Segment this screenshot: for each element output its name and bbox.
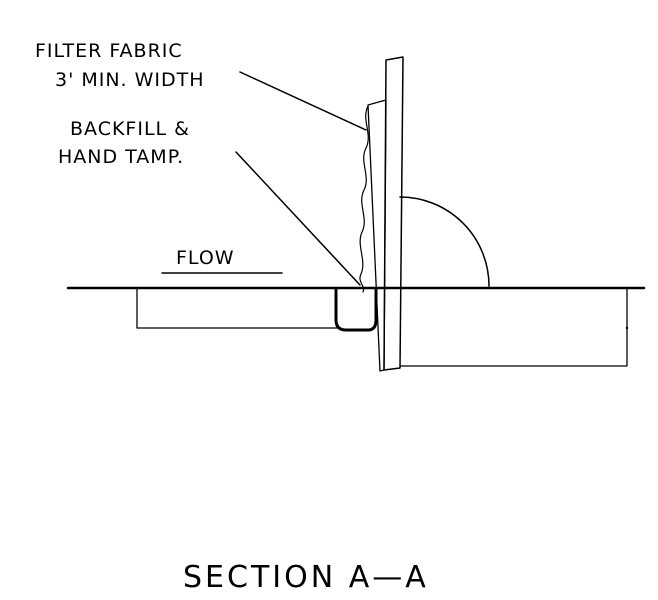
backfill-leader	[235, 151, 361, 286]
toe-in-trench	[334, 288, 378, 332]
angle-arc	[399, 196, 490, 287]
fence-post	[383, 56, 404, 371]
downstream-excavation-outline	[399, 287, 628, 367]
backfill-label-line2: HAND TAMP.	[58, 146, 184, 168]
filter-fabric-label-line1: FILTER FABRIC	[35, 40, 183, 62]
fabric-panel	[367, 99, 387, 372]
filter-fabric	[359, 105, 369, 293]
section-title: SECTION A—A	[183, 560, 429, 595]
downstream-dimension-tick	[625, 326, 629, 330]
upstream-trench-outline	[136, 287, 341, 329]
filter-fabric-label-line2: 3' MIN. WIDTH	[55, 69, 205, 91]
backfill-label-line1: BACKFILL &	[70, 118, 190, 140]
filter-fabric-leader	[239, 71, 367, 131]
flow-label: FLOW	[176, 247, 235, 269]
